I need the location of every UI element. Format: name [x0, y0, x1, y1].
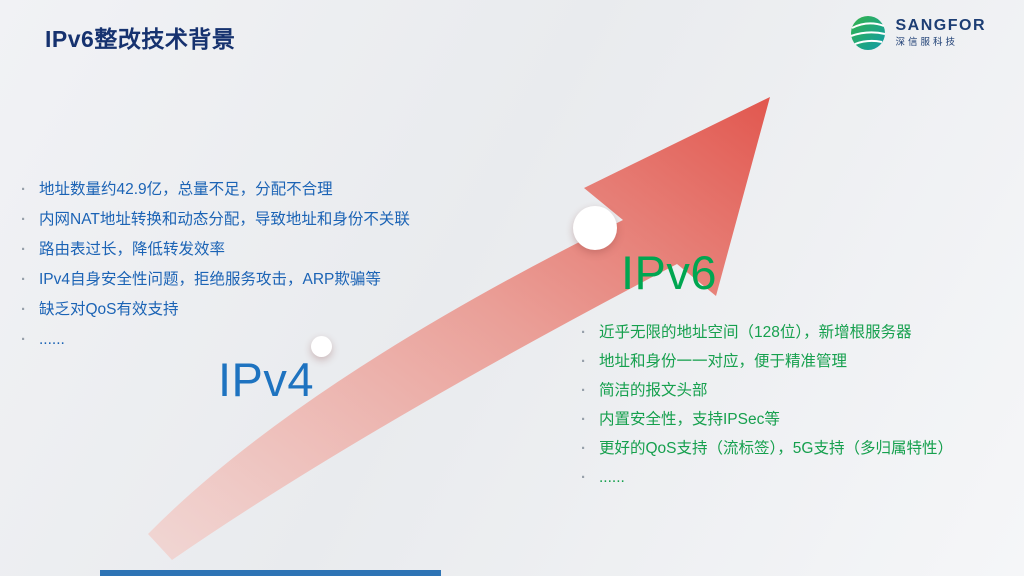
logo-brand-name: SANGFOR — [895, 17, 986, 35]
ipv6-bullet-item: 内置安全性，支持IPSec等 — [578, 410, 1008, 429]
ipv4-bullet-item: 内网NAT地址转换和动态分配，导致地址和身份不关联 — [18, 210, 488, 229]
ipv4-era-label: IPv4 — [218, 353, 315, 406]
ipv4-bullet-item: IPv4自身安全性问题，拒绝服务攻击，ARP欺骗等 — [18, 270, 488, 289]
ipv6-bullet-item: ...... — [578, 468, 1008, 487]
ipv6-bullet-item: 简洁的报文头部 — [578, 381, 1008, 400]
logo-company-name: 深信服科技 — [895, 37, 959, 49]
ipv6-bullet-item: 更好的QoS支持（流标签），5G支持（多归属特性） — [578, 439, 1008, 458]
ipv4-bullet-item: 路由表过长，降低转发效率 — [18, 240, 488, 259]
brand-logo: SANGFOR 深信服科技 — [848, 13, 987, 53]
ipv4-bullet-list: 地址数量约42.9亿，总量不足，分配不合理 内网NAT地址转换和动态分配，导致地… — [18, 180, 488, 360]
arrow-shape — [148, 97, 770, 560]
logo-text: SANGFOR 深信服科技 — [896, 18, 987, 48]
slide-title: IPv6整改技术背景 — [45, 26, 236, 52]
globe-logo-icon — [850, 16, 885, 50]
ipv4-bullet-item: 地址数量约42.9亿，总量不足，分配不合理 — [18, 180, 488, 199]
ipv4-bullet-item: 缺乏对QoS有效支持 — [18, 300, 488, 319]
ipv4-bullet-item: ...... — [18, 330, 488, 349]
ipv6-bullet-item: 近乎无限的地址空间（128位），新增根服务器 — [578, 323, 1008, 342]
footer-accent-bar — [100, 570, 441, 576]
ipv6-bullet-item: 地址和身份一一对应，便于精准管理 — [578, 352, 1008, 371]
ipv4-milestone-dot — [311, 336, 332, 357]
ipv6-bullet-list: 近乎无限的地址空间（128位），新增根服务器 地址和身份一一对应，便于精准管理 … — [578, 323, 1008, 497]
ipv6-milestone-dot — [573, 206, 617, 250]
ipv6-era-label: IPv6 — [621, 246, 718, 299]
